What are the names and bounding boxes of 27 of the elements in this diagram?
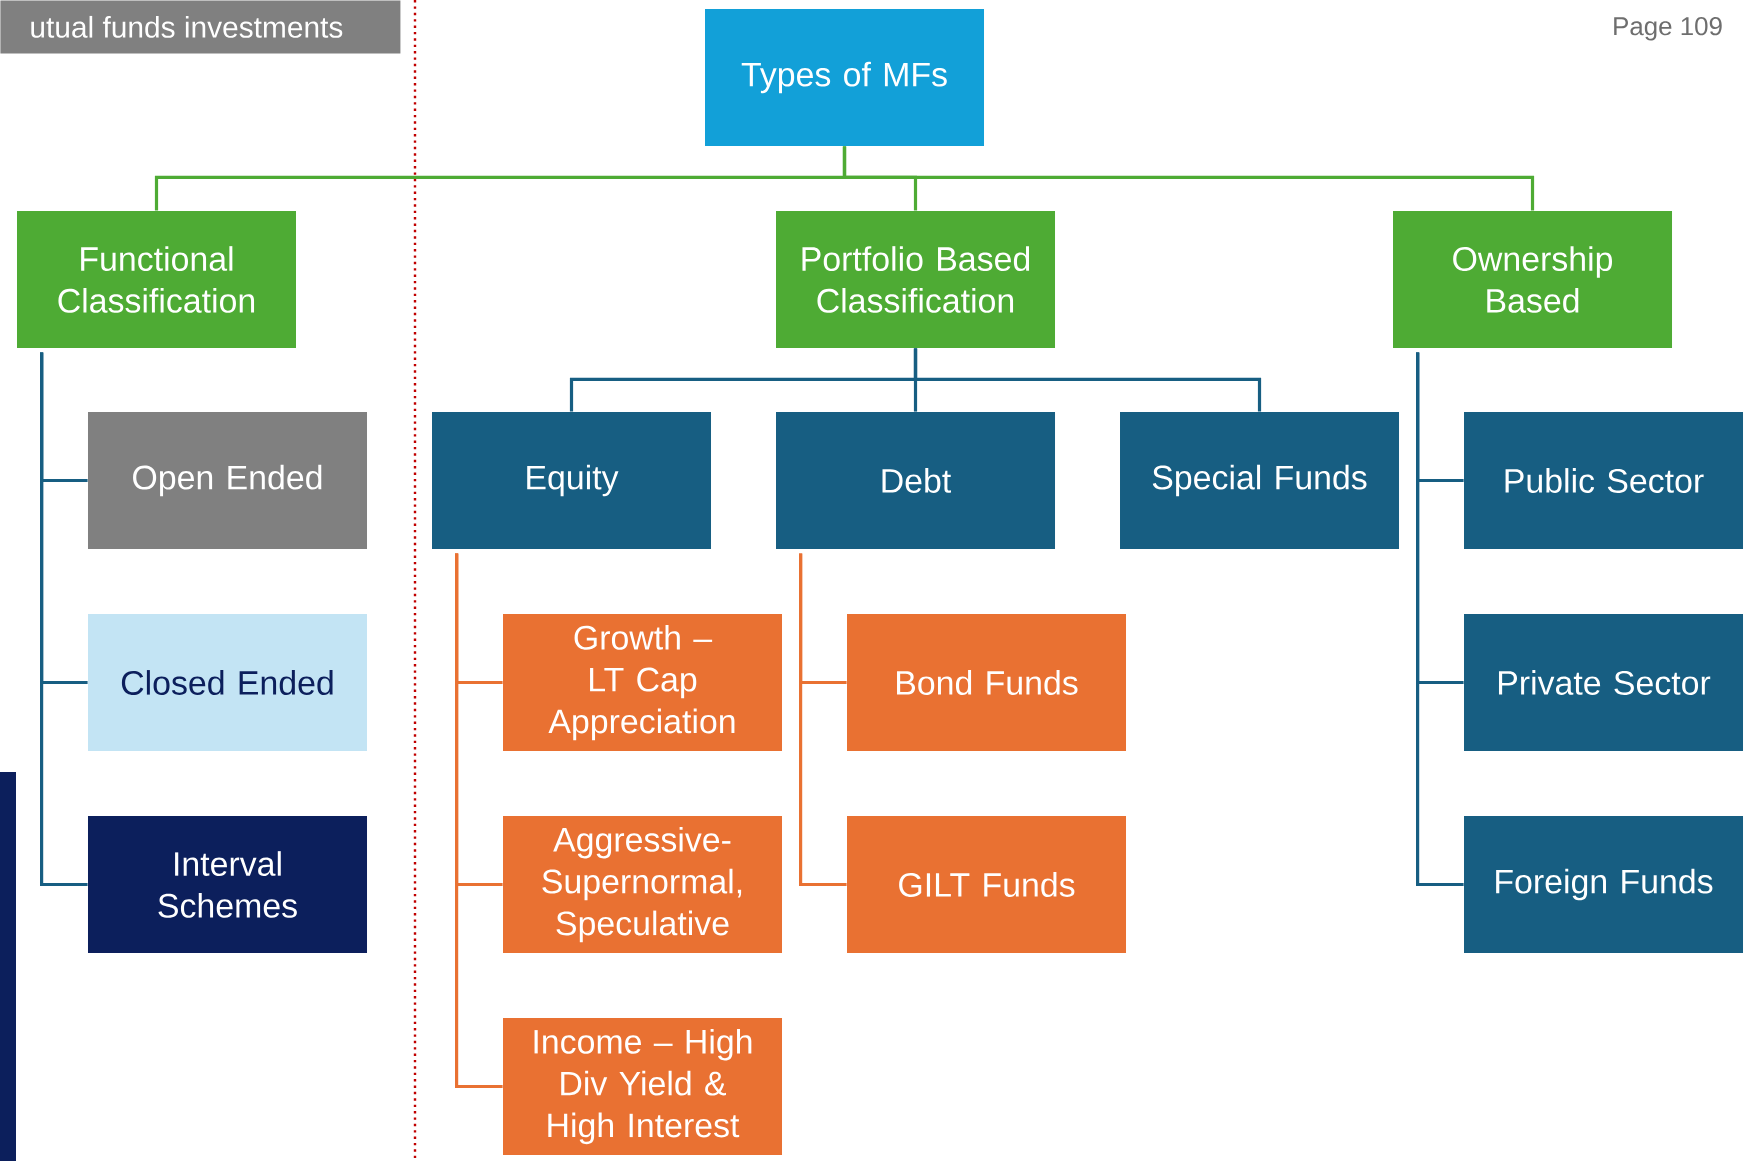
- title-box: Types of MFs: [705, 9, 984, 146]
- subtype-box: GILT Funds: [847, 816, 1126, 953]
- page-number: Page 109: [1614, 17, 1722, 41]
- connector-line: [1416, 352, 1464, 887]
- type-box: Equity: [432, 412, 711, 549]
- category-box: Portfolio Based Classification: [776, 211, 1055, 348]
- header-bar: utual funds investments: [0, 0, 401, 54]
- connector-line: [913, 348, 1262, 412]
- connector-line: [455, 553, 503, 1089]
- connector-line: [842, 146, 1535, 211]
- type-box: Interval Schemes: [88, 816, 367, 953]
- category-box: Ownership Based: [1393, 211, 1672, 348]
- connector-line: [40, 352, 88, 887]
- subtype-box: Growth – LT Cap Appreciation: [503, 614, 782, 751]
- subtype-box: Aggressive-Supernormal, Speculative: [503, 816, 782, 953]
- type-box: Private Sector: [1464, 614, 1743, 751]
- type-box: Closed Ended: [88, 614, 367, 751]
- side-bar: [0, 772, 16, 1161]
- type-box: Open Ended: [88, 412, 367, 549]
- subtype-box: Bond Funds: [847, 614, 1126, 751]
- category-box: Functional Classification: [17, 211, 296, 348]
- connector-line: [799, 553, 847, 887]
- subtype-box: Income – High Div Yield & High Interest: [503, 1018, 782, 1155]
- type-box: Special Funds: [1120, 412, 1399, 549]
- type-box: Debt: [776, 412, 1055, 549]
- type-box: Foreign Funds: [1464, 816, 1743, 953]
- type-box: Public Sector: [1464, 412, 1743, 549]
